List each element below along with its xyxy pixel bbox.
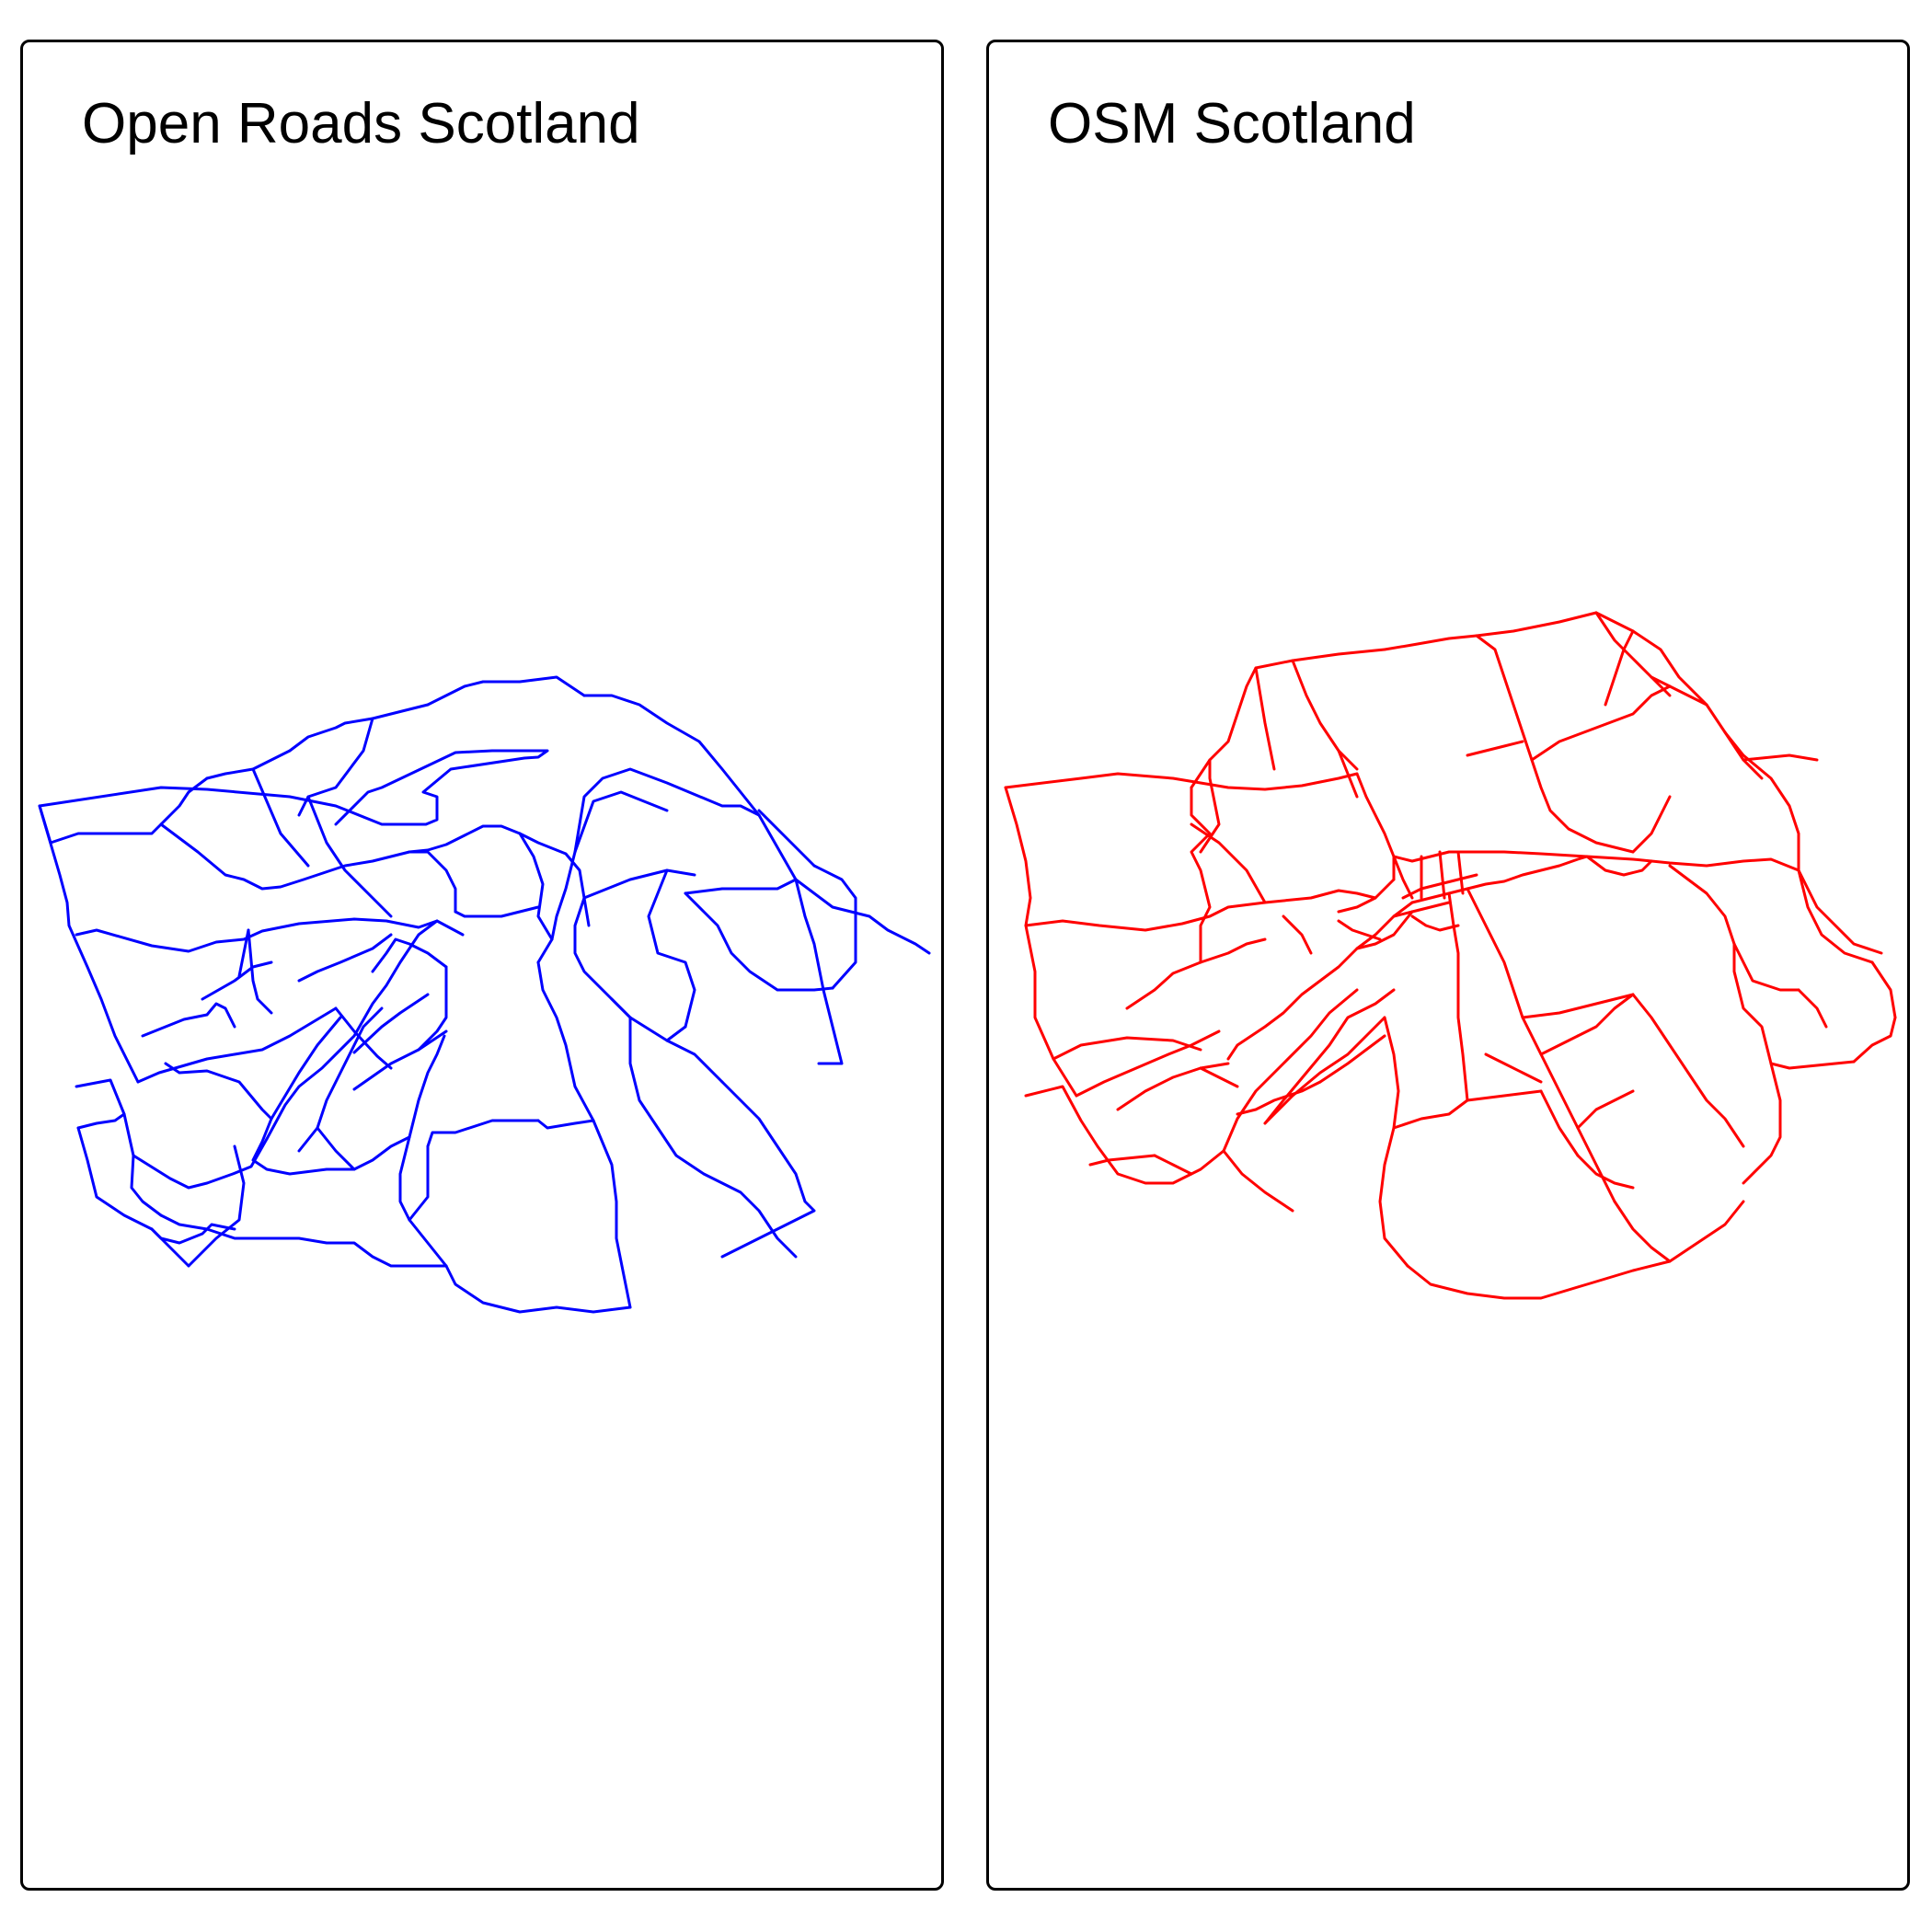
map-panel-open-roads: Open Roads Scotland xyxy=(20,40,944,1891)
panel-title: Open Roads Scotland xyxy=(82,92,640,155)
map-panel-osm: OSM Scotland xyxy=(986,40,1910,1891)
road-network-map xyxy=(38,675,931,1314)
panel-title: OSM Scotland xyxy=(1048,92,1416,155)
road-network-map xyxy=(1004,611,1897,1300)
road-network-lines xyxy=(1004,611,1897,1300)
road-network-lines xyxy=(38,675,931,1314)
